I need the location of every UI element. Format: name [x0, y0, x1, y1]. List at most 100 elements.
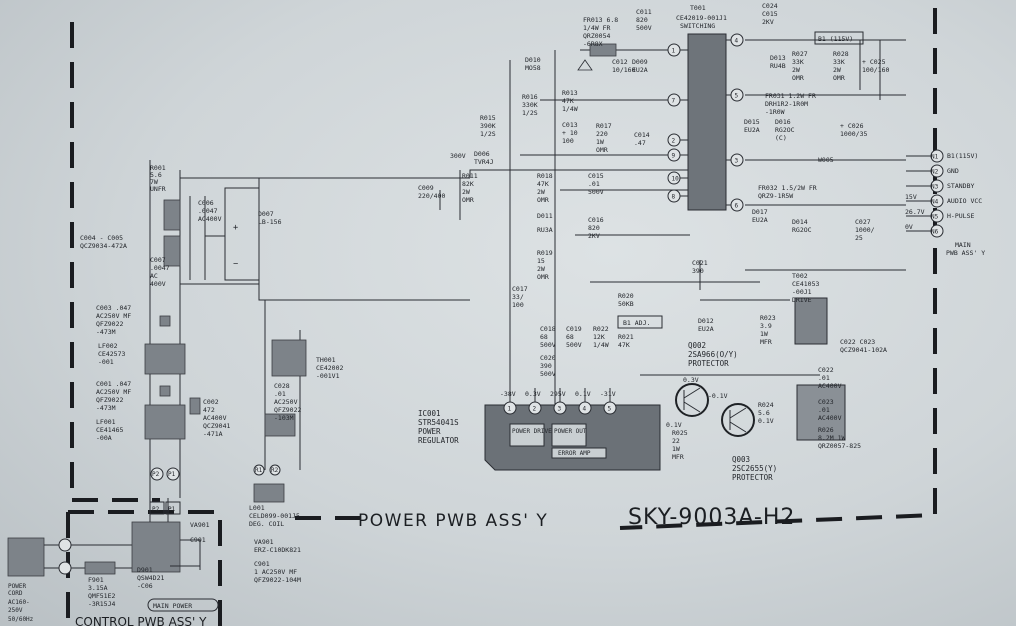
r025-label: 0.1V — [666, 421, 682, 429]
svg-text:-473M: -473M — [96, 404, 116, 412]
c002-label: C002 — [203, 398, 219, 406]
c901-label: C901 — [254, 560, 270, 568]
svg-text:2W: 2W — [833, 66, 841, 74]
c028-label: C028 — [274, 382, 290, 390]
svg-text:+: + — [233, 223, 238, 233]
th001-thermistor — [271, 339, 307, 377]
svg-text:LB-156: LB-156 — [258, 218, 282, 226]
r021-label: R021 — [618, 333, 634, 341]
svg-text:-471A: -471A — [203, 430, 223, 438]
svg-text:390K: 390K — [480, 122, 496, 130]
svg-text:CE41465: CE41465 — [96, 426, 123, 434]
svg-text:10/160: 10/160 — [612, 66, 636, 74]
b1-adj-label: B1 ADJ. — [623, 319, 650, 327]
r028-label: R028 — [833, 50, 849, 58]
svg-text:-0.1V: -0.1V — [708, 392, 728, 400]
d006-label: 300V — [450, 152, 466, 160]
main-power-label: MAIN POWER — [153, 602, 192, 610]
ic001-label: IC001 — [418, 409, 441, 418]
svg-text:33K: 33K — [792, 58, 804, 66]
svg-text:1/4W FR: 1/4W FR — [583, 24, 610, 32]
svg-text:500V: 500V — [540, 341, 556, 349]
svg-text:CE42019-001J1: CE42019-001J1 — [676, 14, 727, 22]
f901-label: F901 — [88, 576, 104, 584]
svg-text:0.3V: 0.3V — [683, 376, 699, 384]
c014-label: C014 — [634, 131, 650, 139]
svg-text:12K: 12K — [593, 333, 605, 341]
svg-text:POWER DRIVE: POWER DRIVE — [512, 428, 552, 435]
c013-label: C013 — [562, 121, 578, 129]
r019-label: R019 — [537, 249, 553, 257]
svg-text:UNFR: UNFR — [150, 185, 166, 193]
svg-text:DRIVE: DRIVE — [792, 296, 812, 304]
svg-text:P1: P1 — [168, 506, 176, 513]
ic001-pin-5 — [603, 401, 617, 415]
connector-pin-label: N4 — [931, 199, 939, 206]
svg-text:-001: -001 — [98, 358, 114, 366]
q002-transistor-icon — [675, 383, 709, 417]
svg-text:2SC2655(Y): 2SC2655(Y) — [732, 464, 777, 473]
d901-label: D901 — [137, 566, 153, 574]
svg-text:-473M: -473M — [96, 328, 116, 336]
r011-label: R011 — [462, 172, 478, 180]
fr013-label: FR013 6.8 — [583, 16, 618, 24]
svg-text:−: − — [233, 259, 238, 269]
fr031-label: FR031 1.2W FR — [765, 92, 816, 100]
c012-label: C012 — [612, 58, 628, 66]
svg-text:25: 25 — [855, 234, 863, 242]
svg-text:QFZ9022-104M: QFZ9022-104M — [254, 576, 301, 584]
t001-transformer-core — [687, 33, 727, 211]
ic001-pin-voltage: 295V — [550, 390, 566, 398]
d013-label: D013 — [770, 54, 786, 62]
c023-label: C023 — [818, 398, 834, 406]
svg-text:P1: P1 — [168, 471, 176, 478]
svg-text:(C): (C) — [775, 134, 787, 142]
r024-label: R024 — [758, 401, 774, 409]
svg-text:100/160: 100/160 — [862, 66, 889, 74]
svg-text:QMF51E2: QMF51E2 — [88, 592, 115, 600]
w005-label: W005 — [818, 156, 834, 164]
svg-text:EU2A: EU2A — [744, 126, 760, 134]
svg-text:3.15A: 3.15A — [88, 584, 108, 592]
t001-pin-number: 10 — [672, 176, 680, 183]
svg-text:VA901: VA901 — [190, 521, 210, 529]
svg-text:.01: .01 — [818, 374, 830, 382]
main-power-tag — [147, 598, 219, 612]
svg-text:REGULATOR: REGULATOR — [418, 436, 459, 445]
t002-drive-transformer — [794, 297, 828, 345]
svg-text:1000/: 1000/ — [855, 226, 875, 234]
svg-text:.01: .01 — [588, 180, 600, 188]
c018-label: C018 — [540, 325, 556, 333]
svg-text:-6R8X: -6R8X — [583, 40, 603, 48]
ic001-pin-voltage: 0.3V — [525, 390, 541, 398]
svg-text:OMR: OMR — [792, 74, 804, 82]
svg-text:50KB: 50KB — [618, 300, 634, 308]
t001-label: T001 — [690, 4, 706, 12]
q003-transistor-icon — [721, 403, 755, 437]
svg-text:5.6: 5.6 — [150, 171, 162, 179]
ic001-pin-voltage: -38V — [500, 390, 516, 398]
t001-pin-number: 8 — [672, 194, 676, 201]
connector-p1 — [166, 467, 180, 481]
c019-label: C019 — [566, 325, 582, 333]
svg-text:1W: 1W — [596, 138, 604, 146]
c011-label: C011 — [636, 8, 652, 16]
svg-text:QRZ0057-825: QRZ0057-825 — [818, 442, 861, 450]
svg-text:-00J1: -00J1 — [792, 288, 812, 296]
svg-text:AC160-: AC160- — [8, 599, 30, 606]
terminal-icon — [58, 561, 72, 575]
ic001-pin-number: 2 — [533, 406, 537, 413]
svg-text:100: 100 — [562, 137, 574, 145]
svg-text:EU2A: EU2A — [752, 216, 768, 224]
q002-label: Q002 — [688, 341, 706, 350]
svg-text:OMR: OMR — [462, 196, 474, 204]
connector-signal-label: AUDIO VCC — [947, 197, 982, 205]
svg-text:RU3A: RU3A — [537, 226, 553, 234]
r017-label: R017 — [596, 122, 612, 130]
svg-text:PWB ASS' Y: PWB ASS' Y — [946, 249, 985, 257]
c028-cap — [264, 413, 296, 437]
svg-text:68: 68 — [566, 333, 574, 341]
svg-text:5.6: 5.6 — [758, 409, 770, 417]
ic001-pin-2 — [528, 401, 542, 415]
